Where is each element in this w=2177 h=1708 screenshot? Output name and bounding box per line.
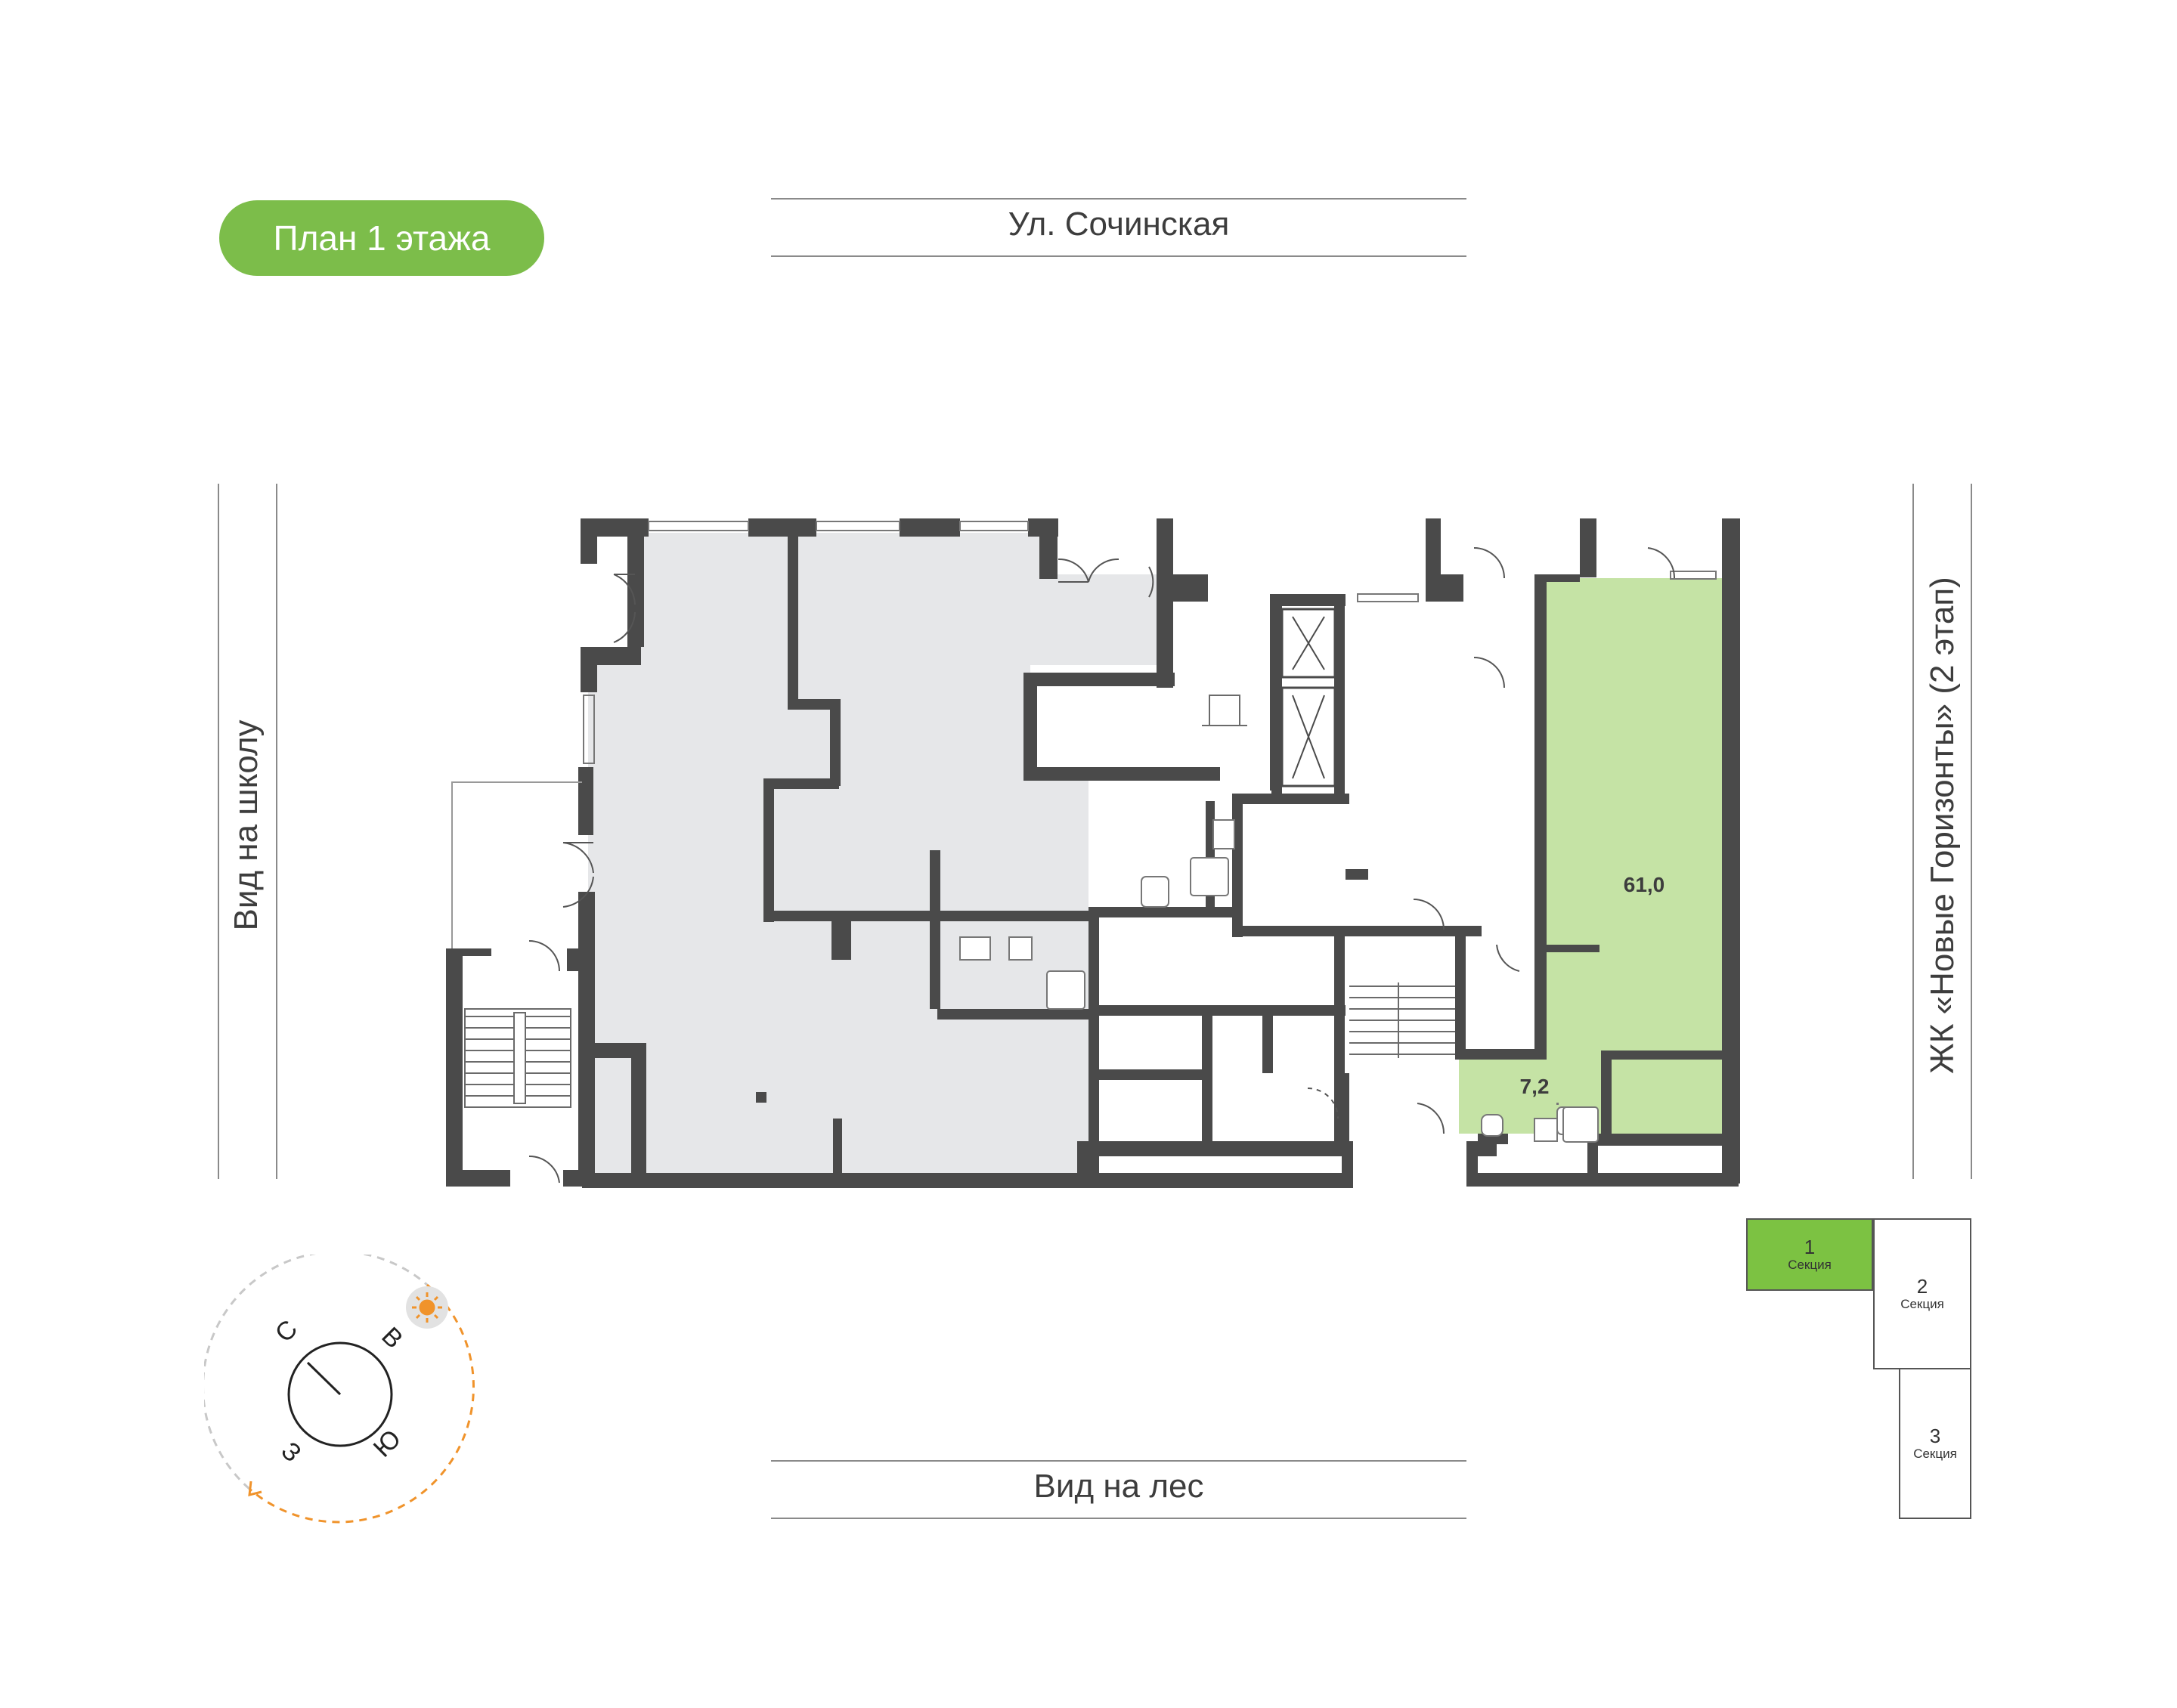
compass-south: Ю: [368, 1424, 407, 1462]
compass-east: В: [376, 1322, 408, 1354]
floor-plan-badge: План 1 этажа: [219, 200, 544, 276]
east-road-line-left: [1912, 484, 1914, 1179]
room-area-bath: 7,2: [1519, 1075, 1550, 1098]
elevators: [1280, 608, 1336, 787]
sun-path-orange: [249, 1283, 475, 1524]
section-2-number: 2: [1916, 1275, 1928, 1298]
south-road-line-top: [771, 1460, 1466, 1462]
commercial-area: [588, 533, 1166, 1183]
doors: [528, 547, 1676, 1184]
north-road-line-top: [771, 198, 1466, 200]
compass: С В Ю З: [204, 1255, 475, 1524]
north-road-line-bottom: [771, 255, 1466, 257]
windows: [583, 521, 1717, 764]
room-area-main: 61,0: [1623, 873, 1665, 896]
section-2-label: Секция: [1900, 1297, 1944, 1311]
section-1-number: 1: [1804, 1236, 1816, 1258]
compass-north: С: [270, 1314, 303, 1348]
sun-path-grey: [204, 1255, 428, 1490]
section-3-number: 3: [1929, 1425, 1941, 1447]
stairs: [464, 695, 1455, 1108]
compass-dial: [287, 1341, 393, 1447]
south-road-line-bottom: [771, 1518, 1466, 1519]
section-3-label: Секция: [1913, 1447, 1957, 1461]
fence-west: [451, 781, 582, 948]
unit-main-room[interactable]: [1547, 578, 1731, 1134]
south-road-label: Вид на лес: [1033, 1468, 1204, 1505]
section-2[interactable]: 2 Секция: [1873, 1218, 1971, 1369]
sun-path-arrow: [248, 1481, 262, 1496]
section-3[interactable]: 3 Секция: [1899, 1368, 1971, 1519]
west-road-line-left: [218, 484, 219, 1179]
compass-needle: [306, 1361, 342, 1396]
compass-west: З: [275, 1437, 306, 1468]
section-1[interactable]: 1 Секция: [1746, 1218, 1873, 1291]
section-1-label: Секция: [1788, 1258, 1832, 1272]
west-road-line-right: [276, 484, 277, 1179]
east-road-line-right: [1971, 484, 1972, 1179]
sun-icon: [412, 1292, 442, 1323]
north-road-label: Ул. Сочинская: [1008, 206, 1230, 243]
fixtures: [959, 819, 1599, 1143]
